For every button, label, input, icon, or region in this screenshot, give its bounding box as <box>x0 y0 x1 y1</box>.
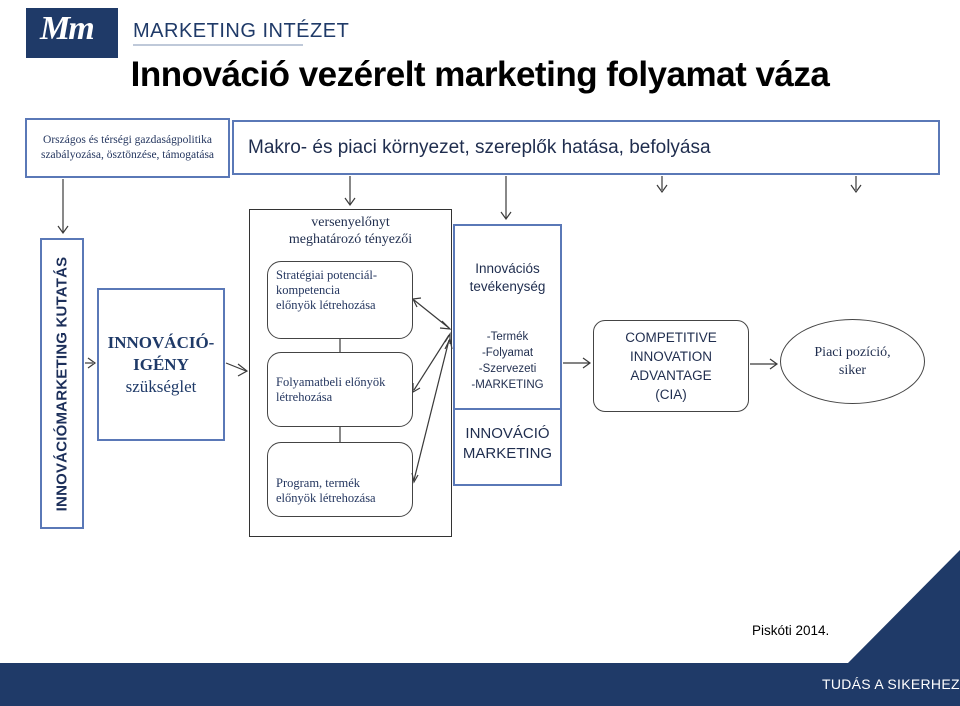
innovation-activity-title: Innovációs tevékenység <box>453 260 562 296</box>
innovation-title-line1: Innovációs <box>475 261 540 276</box>
innovation-type-item: -Szervezeti <box>478 363 537 375</box>
need-line2: IGÉNY <box>133 354 189 374</box>
innovation-marketing-label: INNOVÁCIÓ MARKETING <box>453 424 562 464</box>
process-line2: létrehozása <box>276 389 333 404</box>
innovation-marketing-line1: INNOVÁCIÓ <box>465 425 550 442</box>
macro-environment-box: Makro- és piaci környezet, szereplők hat… <box>232 120 940 175</box>
market-position-ellipse: Piaci pozíció, siker <box>780 319 925 404</box>
brand-name: MARKETING INTÉZET <box>133 20 350 42</box>
cia-box: COMPETITIVE INNOVATION ADVANTAGE (CIA) <box>593 320 749 412</box>
arrow-down-1-head <box>344 197 356 207</box>
arrow-down-3-head <box>656 184 668 194</box>
strategic-line3: előnyök létrehozása <box>276 298 376 312</box>
arrow-cia-to-market-head <box>769 358 779 370</box>
market-line1: Piaci pozíció, <box>814 344 891 360</box>
arrow-down-2-head <box>500 211 512 221</box>
innovation-activity-box <box>453 224 562 486</box>
research-box: INNOVÁCIÓMARKETING KUTATÁS <box>40 238 84 529</box>
arrow-down-4-head <box>850 184 862 194</box>
brand-underline <box>133 44 303 46</box>
competitive-factors-box <box>249 209 452 537</box>
arrow-innov-to-cia-head <box>582 357 592 369</box>
process-line1: Folyamatbeli előnyök <box>276 374 386 389</box>
cia-line1: COMPETITIVE <box>625 330 717 345</box>
innovation-divider <box>453 408 562 410</box>
innovation-marketing-line2: MARKETING <box>462 445 553 462</box>
footer-slogan: TUDÁS A SIKERHEZ <box>822 676 960 692</box>
competitive-title-line2: meghatározó tényezői <box>288 232 413 247</box>
corner-decoration <box>848 550 960 663</box>
need-line3: szükséglet <box>125 376 197 396</box>
process-advantage-box: Folyamatbeli előnyök létrehozása <box>267 352 413 427</box>
innovation-type-item: -Termék <box>486 331 529 343</box>
cia-line2: INNOVATION <box>629 349 712 364</box>
innovation-type-item: -MARKETING <box>471 379 544 391</box>
market-line2: siker <box>838 362 867 378</box>
strategic-line2: kompetencia <box>276 283 340 297</box>
research-label: INNOVÁCIÓMARKETING KUTATÁS <box>53 256 71 511</box>
product-advantage-box: Program, termék előnyök létrehozása <box>267 442 413 517</box>
page-title: Innováció vezérelt marketing folyamat vá… <box>130 55 830 94</box>
innovation-type-item: -Folyamat <box>481 347 534 359</box>
logo-mark: Mm <box>40 10 95 47</box>
innovation-type-list: -Termék -Folyamat -Szervezeti -MARKETING <box>453 329 562 393</box>
product-line1: Program, termék <box>276 476 361 490</box>
policy-label-line2: szabályozása, ösztönzése, támogatása <box>40 149 215 161</box>
strategic-advantage-box: Stratégiai potenciál- kompetencia előnyö… <box>267 261 413 339</box>
macro-label: Makro- és piaci környezet, szereplők hat… <box>248 136 711 158</box>
competitive-title-line1: versenyelőnyt <box>311 215 390 230</box>
arrow-need-to-factors-head <box>237 363 249 377</box>
policy-label-line1: Országos és térségi gazdaságpolitika <box>43 134 212 146</box>
arrow-research-to-need-head <box>87 357 97 369</box>
competitive-factors-title: versenyelőnyt meghatározó tényezői <box>249 214 452 248</box>
logo-box <box>26 8 118 58</box>
cia-line4: (CIA) <box>655 387 687 402</box>
arrow-need-to-factors <box>225 362 247 372</box>
strategic-line1: Stratégiai potenciál- <box>276 268 378 282</box>
footer-bar <box>0 663 960 706</box>
arrow-policy-head <box>57 225 69 235</box>
cia-line3: ADVANTAGE <box>630 368 712 383</box>
need-line1: INNOVÁCIÓ- <box>107 332 215 352</box>
innovation-title-line2: tevékenység <box>469 279 546 294</box>
product-line2: előnyök létrehozása <box>276 491 376 505</box>
policy-box: Országos és térségi gazdaságpolitika sza… <box>25 118 230 178</box>
innovation-need-box: INNOVÁCIÓ- IGÉNY szükséglet <box>97 288 225 441</box>
credit-text: Piskóti 2014. <box>752 623 830 638</box>
